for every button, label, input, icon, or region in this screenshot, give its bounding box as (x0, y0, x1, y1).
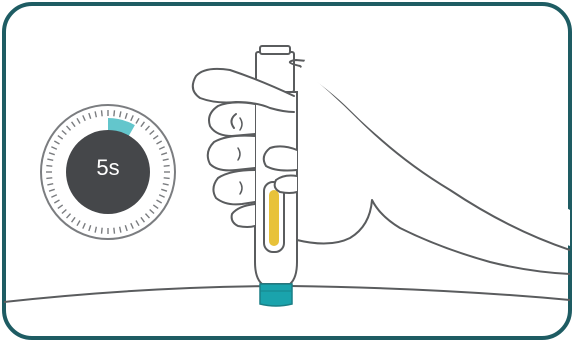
timer-tick (102, 228, 103, 234)
timer-tick (46, 178, 52, 179)
timer-tick (164, 178, 170, 179)
timer-tick (164, 166, 170, 167)
timer-tick (46, 166, 52, 167)
pen-window-fill (269, 190, 279, 246)
timer-label: 5s (72, 155, 144, 181)
timer-tick (114, 110, 115, 116)
timer-tick (114, 228, 115, 234)
timer-tick (102, 110, 103, 116)
pen-tip (260, 284, 292, 306)
